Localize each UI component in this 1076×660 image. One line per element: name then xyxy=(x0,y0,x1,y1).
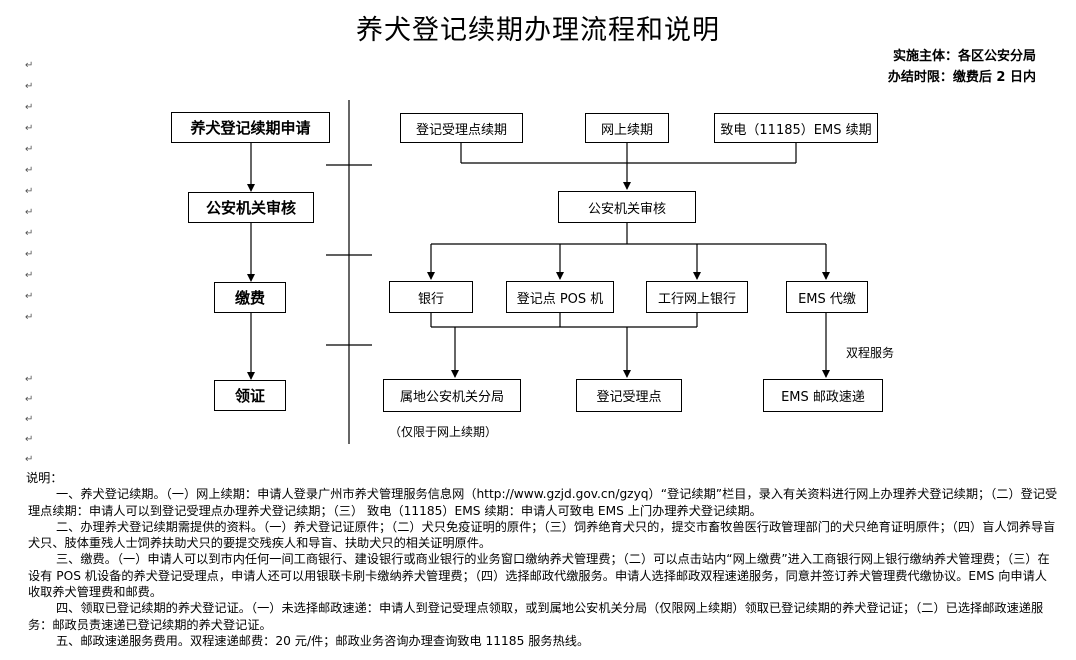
return-mark-icon: ↵ xyxy=(25,186,34,197)
return-mark-icon: ↵ xyxy=(25,249,34,260)
return-mark-icon: ↵ xyxy=(25,81,34,92)
online-only-note: （仅限于网上续期） xyxy=(389,425,498,439)
phone-ems-renewal-box: 致电（11185）EMS 续期 xyxy=(714,113,878,143)
return-mark-icon: ↵ xyxy=(25,144,34,155)
certificate-step: 领证 xyxy=(214,380,286,411)
page-title: 养犬登记续期办理流程和说明 xyxy=(356,15,720,46)
note-item: 一、养犬登记续期。（一）网上续期：申请人登录广州市养犬管理服务信息网（http:… xyxy=(28,487,1058,518)
note-item: 四、领取已登记续期的养犬登记证。（一）未选择邮政速递：申请人到登记受理点领取，或… xyxy=(28,601,1044,632)
return-mark-icon: ↵ xyxy=(25,394,34,405)
deadline-label: 办结时限：缴费后 2 日内 xyxy=(887,70,1036,85)
icbc-online-box: 工行网上银行 xyxy=(646,281,748,313)
return-mark-icon: ↵ xyxy=(25,434,34,445)
return-mark-icon: ↵ xyxy=(25,102,34,113)
return-mark-icon: ↵ xyxy=(25,123,34,134)
ems-delivery-box: EMS 邮政速递 xyxy=(763,379,883,412)
police-review-box: 公安机关审核 xyxy=(558,191,696,223)
notes-heading: 说明： xyxy=(26,471,63,485)
return-mark-icon: ↵ xyxy=(25,165,34,176)
bank-box: 银行 xyxy=(389,281,473,313)
return-mark-icon: ↵ xyxy=(25,312,34,323)
notes-section: 说明： 一、养犬登记续期。（一）网上续期：申请人登录广州市养犬管理服务信息网（h… xyxy=(26,470,1058,649)
return-mark-icon: ↵ xyxy=(25,60,34,71)
review-step: 公安机关审核 xyxy=(188,192,314,223)
counter-renewal-box: 登记受理点续期 xyxy=(400,113,523,143)
return-mark-icon: ↵ xyxy=(25,454,34,465)
return-mark-icon: ↵ xyxy=(25,207,34,218)
double-service-label: 双程服务 xyxy=(846,346,895,360)
payment-step: 缴费 xyxy=(214,282,286,313)
return-mark-icon: ↵ xyxy=(25,414,34,425)
return-mark-icon: ↵ xyxy=(25,374,34,385)
police-branch-box: 属地公安机关分局 xyxy=(383,379,521,412)
pos-box: 登记点 POS 机 xyxy=(506,281,614,313)
counter-pickup-box: 登记受理点 xyxy=(576,379,682,412)
note-item: 五、邮政速递服务费用。双程速递邮费：20 元/件；邮政业务咨询办理查询致电 11… xyxy=(56,633,590,648)
implementer-label: 实施主体：各区公安分局 xyxy=(892,49,1036,64)
ems-pay-box: EMS 代缴 xyxy=(786,281,868,313)
return-mark-icon: ↵ xyxy=(25,291,34,302)
return-mark-icon: ↵ xyxy=(25,228,34,239)
return-mark-icon: ↵ xyxy=(25,270,34,281)
online-renewal-box: 网上续期 xyxy=(585,113,669,143)
note-item: 二、办理养犬登记续期需提供的资料。（一）养犬登记证原件；（二）犬只免疫证明的原件… xyxy=(28,519,1056,551)
apply-step: 养犬登记续期申请 xyxy=(171,112,330,143)
note-item: 三、缴费。（一）申请人可以到市内任何一间工商银行、建设银行或商业银行的业务窗口缴… xyxy=(28,552,1050,600)
